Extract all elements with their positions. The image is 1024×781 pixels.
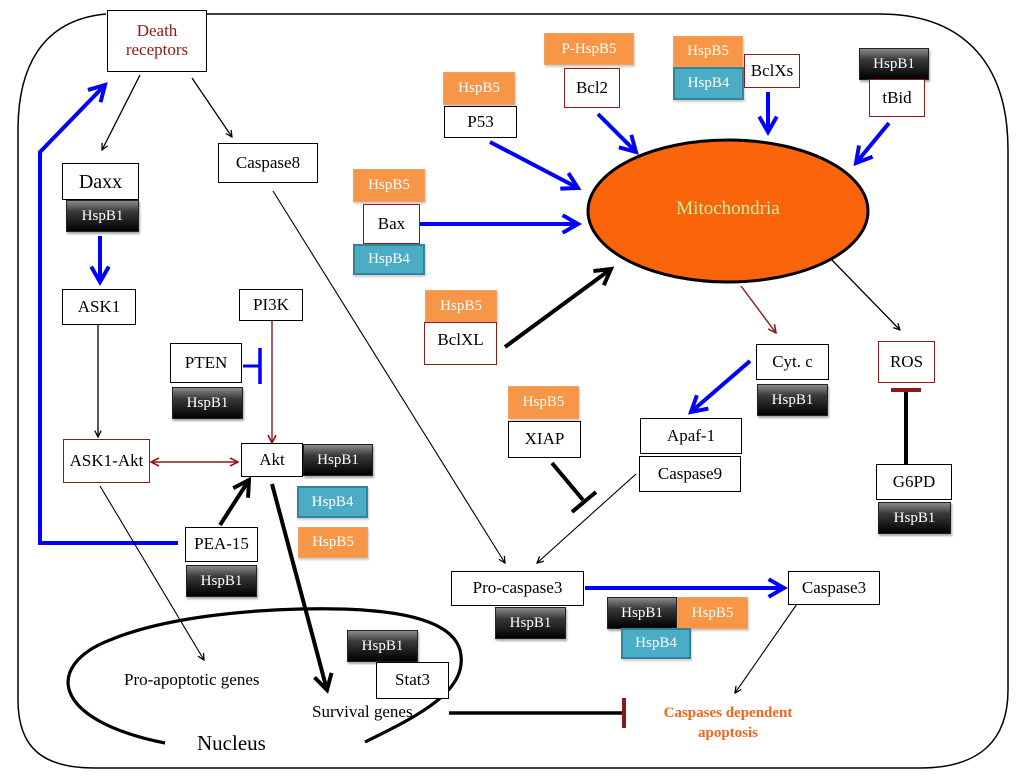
arrow-mito-cytc: [740, 285, 776, 333]
arrow-caspase8-procaspase3: [272, 190, 505, 563]
outcome-line1: Caspases dependent: [663, 705, 793, 721]
inhibit-xiap-bar: [570, 490, 598, 514]
node-death-receptors[interactable]: Death receptors: [107, 10, 207, 72]
node-g6pd[interactable]: G6PD: [876, 464, 952, 500]
tag-hspb5-bclxs: HspB5: [673, 36, 743, 67]
tag-hspb1-tbid: HspB1: [859, 48, 929, 80]
arrow-tbid-mito: [853, 121, 891, 167]
tag-phspb5-bcl2: P-HspB5: [544, 33, 634, 65]
mitochondria-label: Mitochondria: [615, 198, 841, 220]
node-tbid[interactable]: tBid: [869, 79, 925, 117]
node-bcl2[interactable]: Bcl2: [564, 68, 620, 108]
node-daxx[interactable]: Daxx: [62, 163, 139, 200]
node-bax[interactable]: Bax: [363, 204, 420, 244]
arrow-death-daxx: [102, 74, 141, 150]
tag-hspb4-akt: HspB4: [297, 486, 368, 518]
arrow-p53-mito: [489, 140, 582, 191]
node-caspase8[interactable]: Caspase8: [218, 143, 318, 183]
node-apaf1[interactable]: Apaf-1: [640, 418, 742, 454]
nucleus-membrane: [66, 607, 463, 745]
node-pten[interactable]: PTEN: [170, 343, 242, 383]
node-pi3k[interactable]: PI3K: [239, 289, 303, 321]
tag-hspb1-cytc: HspB1: [757, 384, 828, 416]
outcome-label: Caspases dependent apoptosis: [633, 703, 823, 743]
mitochondria-ellipse: [586, 138, 870, 284]
arrow-caspase3-outcome: [735, 603, 798, 693]
label-nucleus: Nucleus: [197, 731, 266, 755]
tag-hspb1-pten: HspB1: [172, 387, 243, 419]
tag-hspb1-procaspase3: HspB1: [495, 607, 566, 639]
tag-hspb5-bax: HspB5: [353, 169, 425, 202]
tag-hspb5-p53: HspB5: [443, 72, 515, 105]
tag-hspb4-bax: HspB4: [353, 244, 425, 275]
arrow-bclxl-mito: [503, 266, 615, 349]
node-xiap[interactable]: XIAP: [508, 421, 581, 458]
tag-hspb1-daxx: HspB1: [66, 200, 139, 232]
mitochondria-text: Mitochondria: [676, 198, 780, 219]
arrow-pea15-death: [38, 82, 178, 545]
node-pea15[interactable]: PEA-15: [185, 527, 258, 562]
tag-hspb4-cleavage: HspB4: [621, 628, 691, 659]
arrow-mito-ros: [829, 257, 900, 330]
node-ros[interactable]: ROS: [878, 341, 935, 383]
tag-hspb1-pea15: HspB1: [186, 565, 257, 597]
tag-hspb5-bclxl: HspB5: [425, 290, 497, 322]
arrow-caspase9-procaspase3: [537, 473, 637, 563]
inhibit-xiap-line: [550, 461, 585, 502]
arrow-cytc-apaf1: [687, 359, 752, 415]
label-pro-apoptotic-genes: Pro-apoptotic genes: [124, 670, 260, 689]
node-stat3[interactable]: Stat3: [376, 662, 449, 699]
arrow-ask1akt-proapoptotic: [99, 485, 204, 660]
tag-hspb4-bclxs: HspB4: [673, 67, 744, 100]
tag-hspb5-cleavage: HspB5: [677, 597, 748, 629]
arrow-death-caspase8: [191, 77, 232, 137]
node-bclxs[interactable]: BclXs: [744, 54, 800, 88]
node-cytc[interactable]: Cyt. c: [756, 344, 829, 380]
node-procaspase3[interactable]: Pro-caspase3: [451, 571, 584, 606]
outcome-line2: apoptosis: [697, 725, 759, 741]
node-akt[interactable]: Akt: [241, 443, 303, 477]
arrow-bcl2-mito: [596, 112, 639, 155]
node-ask1-akt[interactable]: ASK1-Akt: [63, 439, 150, 483]
node-bclxl[interactable]: BclXL: [424, 322, 497, 365]
node-ask1[interactable]: ASK1: [62, 289, 136, 325]
tag-hspb1-cleavage: HspB1: [607, 597, 677, 629]
tag-hspb5-xiap: HspB5: [508, 386, 579, 419]
tag-hspb1-stat3: HspB1: [347, 630, 418, 662]
node-p53[interactable]: P53: [444, 106, 517, 138]
node-caspase3[interactable]: Caspase3: [788, 571, 880, 605]
node-caspase9[interactable]: Caspase9: [639, 456, 741, 492]
arrow-pea15-akt: [218, 476, 252, 527]
label-survival-genes: Survival genes: [312, 702, 413, 721]
arrow-akt-survival: [270, 483, 334, 694]
tag-hspb5-akt: HspB5: [298, 527, 368, 558]
tag-hspb1-g6pd: HspB1: [878, 502, 951, 534]
tag-hspb1-akt: HspB1: [303, 444, 373, 476]
cell-membrane: [17, 13, 1009, 769]
